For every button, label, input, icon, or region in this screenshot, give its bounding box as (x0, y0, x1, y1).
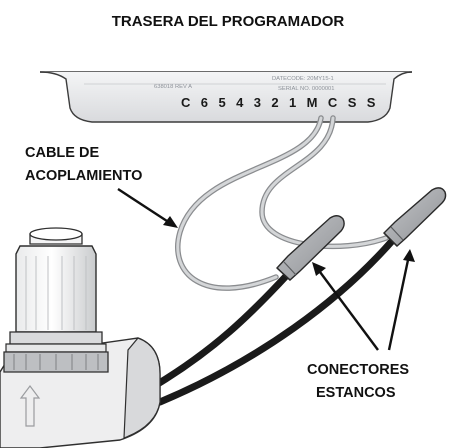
controller-back-housing (39, 71, 413, 123)
diagram-title: TRASERA DEL PROGRAMADOR (112, 13, 345, 30)
terminal-labels: C 6 5 4 3 2 1 M C S S (181, 95, 379, 110)
serial-number-text: SERIAL NO. 0000001 (278, 86, 335, 92)
sensor-wires (152, 237, 396, 406)
connectors-arrows (312, 249, 415, 351)
waterproof-connector-2 (383, 187, 447, 247)
connectors-label-line2: ESTANCOS (316, 385, 396, 401)
coupling-cable (175, 115, 389, 291)
sensor-body (0, 227, 161, 448)
coupling-cable-label-line1: CABLE DE (25, 145, 99, 161)
waterproof-connector-1 (276, 215, 345, 281)
connectors-label-line1: CONECTORES (307, 362, 409, 378)
coupling-cable-label-line2: ACOPLAMIENTO (25, 168, 142, 184)
coupling-cable-arrow (117, 187, 178, 228)
part-number-text: 638018 REV A (154, 84, 192, 90)
datecode-text: DATECODE: 20MY15-1 (272, 76, 334, 82)
